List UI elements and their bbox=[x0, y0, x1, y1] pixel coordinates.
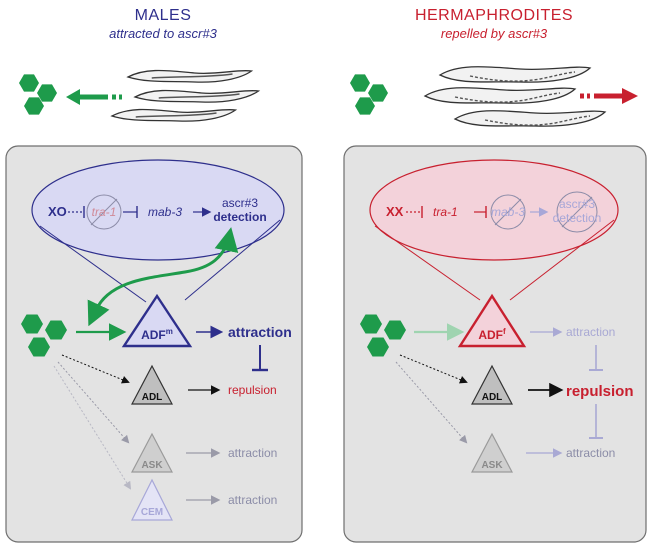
males-ask-label: ASK bbox=[141, 460, 163, 471]
males-ask-neuron-icon bbox=[131, 432, 173, 473]
herms-gene-ellipse bbox=[369, 159, 619, 261]
herms-title: HERMAPHRODITES bbox=[415, 7, 573, 24]
males-title: MALES bbox=[135, 7, 192, 24]
males-adf-neuron-icon bbox=[121, 293, 193, 348]
herms-tra1: tra-1 bbox=[433, 205, 458, 219]
herms-adf-neuron-icon bbox=[457, 293, 527, 348]
herms-adl-output: repulsion bbox=[566, 383, 634, 400]
herms-adl-label: ADL bbox=[482, 392, 503, 403]
herms-adl-neuron-icon bbox=[471, 364, 513, 405]
herms-genotype: XX bbox=[386, 204, 404, 219]
males-cem-label: CEM bbox=[141, 507, 163, 518]
males-detection-line1: ascr#3 bbox=[222, 196, 258, 210]
males-adl-neuron-icon bbox=[131, 364, 173, 405]
herms-detection-line2: detection bbox=[553, 211, 602, 225]
males-pheromone-cluster-icon bbox=[19, 74, 57, 115]
males-movement-arrow-icon bbox=[66, 89, 122, 105]
herms-detection-line1: ascr#3 bbox=[559, 197, 595, 211]
herms-adf-output: attraction bbox=[566, 325, 615, 339]
males-subtitle: attracted to ascr#3 bbox=[109, 26, 217, 41]
males-feedback-arrow bbox=[87, 227, 239, 327]
males-detection-line2: detection bbox=[213, 210, 266, 224]
males-cem-output: attraction bbox=[228, 493, 277, 507]
males-adl-label: ADL bbox=[142, 392, 163, 403]
males-adf-output: attraction bbox=[228, 324, 292, 340]
herms-ask-neuron-icon bbox=[471, 432, 513, 473]
males-adl-output: repulsion bbox=[228, 383, 277, 397]
male-worms-icon bbox=[111, 69, 260, 122]
males-mab3: mab-3 bbox=[148, 205, 182, 219]
males-ask-output: attraction bbox=[228, 446, 277, 460]
herms-subtitle: repelled by ascr#3 bbox=[441, 26, 548, 41]
herms-movement-arrow-icon bbox=[580, 88, 638, 104]
herms-mab3: mab-3 bbox=[491, 205, 525, 219]
males-cem-neuron-icon bbox=[131, 478, 173, 521]
males-adf-label: ADFm bbox=[141, 327, 173, 342]
hermaphrodite-worms-icon bbox=[424, 66, 606, 127]
herms-ask-label: ASK bbox=[481, 460, 503, 471]
males-tra1: tra-1 bbox=[92, 205, 117, 219]
herms-ask-output: attraction bbox=[566, 446, 615, 460]
males-genotype: XO bbox=[48, 204, 67, 219]
herms-pheromone-cluster-icon bbox=[350, 74, 388, 115]
herms-adf-label: ADFf bbox=[478, 327, 506, 342]
